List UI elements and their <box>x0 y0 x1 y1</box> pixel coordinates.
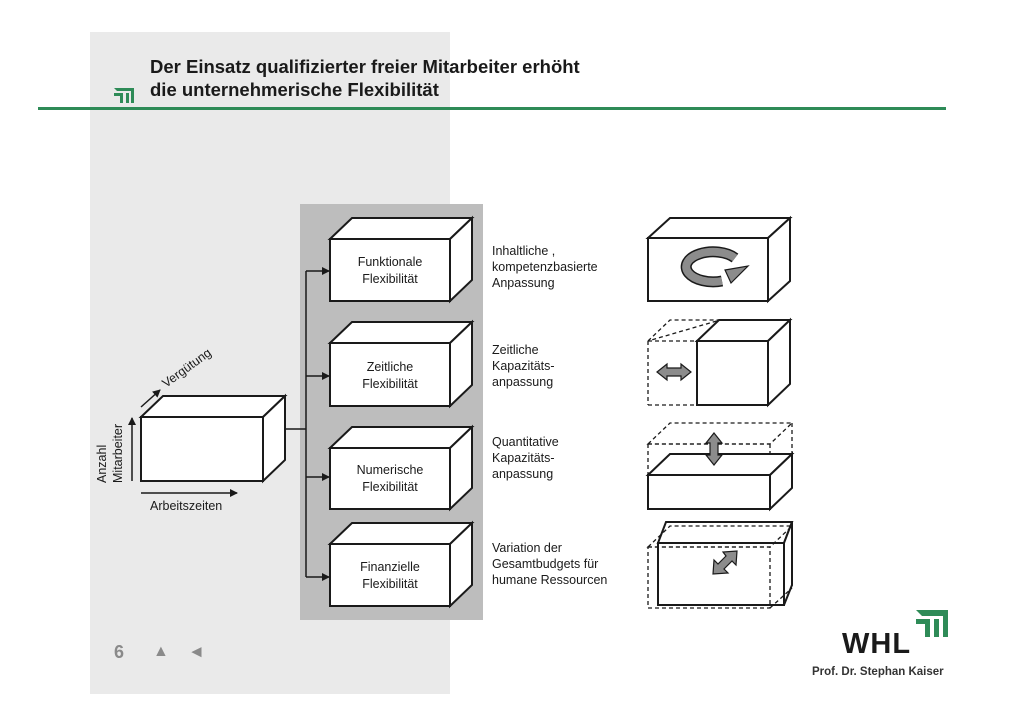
title-line-2: die unternehmerische Flexibilität <box>150 79 439 100</box>
description-funktionale-line-2: kompetenzbasierte <box>492 260 598 274</box>
whl-small-logo-icon <box>114 88 134 103</box>
flex-box-finanzielle-line-2: Flexibilität <box>362 577 418 591</box>
title-line-1: Der Einsatz qualifizierter freier Mitarb… <box>150 56 580 77</box>
axis-label-anzahl: Anzahl <box>95 445 109 483</box>
nav-up-button[interactable]: ▲ <box>153 643 169 660</box>
description-numerische-line-1: Quantitative <box>492 435 559 449</box>
horizontal-arrow-icon <box>656 362 692 382</box>
author-name: Prof. Dr. Stephan Kaiser <box>812 666 944 678</box>
axis-label-mitarbeiter: Mitarbeiter <box>111 424 125 483</box>
description-numerische-line-3: anpassung <box>492 467 554 481</box>
diagonal-arrow-icon <box>712 550 738 575</box>
base-cube <box>138 393 288 484</box>
page-number: 6 <box>114 642 125 662</box>
rotation-arrow-icon <box>680 246 750 288</box>
flex-box-numerische-line-2: Flexibilität <box>362 480 418 494</box>
cube-funktionale <box>645 215 793 304</box>
description-finanzielle-line-3: humane Ressourcen <box>492 573 608 587</box>
flex-box-zeitliche <box>327 319 475 409</box>
page-title: Der Einsatz qualifizierter freier Mitarb… <box>150 55 580 101</box>
axis-diagonal-arrow <box>140 389 161 408</box>
axis-label-verguetung: Vergütung <box>160 346 214 391</box>
description-funktionale: Inhaltliche , kompetenzbasierte Anpassun… <box>492 243 598 291</box>
cube-zeitliche <box>647 317 793 408</box>
flex-box-funktionale-line-2: Flexibilität <box>362 272 418 286</box>
vertical-arrow-icon <box>704 432 724 466</box>
nav-back-button[interactable]: ◄ <box>188 642 205 661</box>
flex-box-numerische-line-1: Numerische <box>357 463 424 477</box>
flex-box-funktionale-line-1: Funktionale <box>358 255 423 269</box>
connector-lines <box>285 271 307 577</box>
flex-box-numerische <box>327 424 475 512</box>
description-finanzielle: Variation der Gesamtbudgets für humane R… <box>492 540 607 588</box>
flex-box-finanzielle-line-1: Finanzielle <box>360 560 420 574</box>
description-numerische: Quantitative Kapazitäts- anpassung <box>492 434 559 482</box>
description-zeitliche-line-1: Zeitliche <box>492 343 539 357</box>
description-numerische-line-2: Kapazitäts- <box>492 451 555 465</box>
description-zeitliche-line-2: Kapazitäts- <box>492 359 555 373</box>
axis-label-arbeitszeiten: Arbeitszeiten <box>150 499 222 513</box>
cube-finanzielle <box>646 521 794 609</box>
description-zeitliche-line-3: anpassung <box>492 375 554 389</box>
flex-box-zeitliche-line-1: Zeitliche <box>367 360 414 374</box>
description-funktionale-line-1: Inhaltliche , <box>492 244 556 258</box>
description-finanzielle-line-1: Variation der <box>492 541 562 555</box>
description-zeitliche: Zeitliche Kapazitäts- anpassung <box>492 342 555 390</box>
flex-box-finanzielle <box>327 520 475 609</box>
title-divider <box>38 107 946 110</box>
description-funktionale-line-3: Anpassung <box>492 276 555 290</box>
flex-box-zeitliche-line-2: Flexibilität <box>362 377 418 391</box>
flex-box-funktionale <box>327 215 475 304</box>
description-finanzielle-line-2: Gesamtbudgets für <box>492 557 599 571</box>
whl-logo-text: WHL <box>842 628 912 660</box>
whl-logo-icon <box>916 610 948 637</box>
cube-numerische <box>645 422 795 512</box>
